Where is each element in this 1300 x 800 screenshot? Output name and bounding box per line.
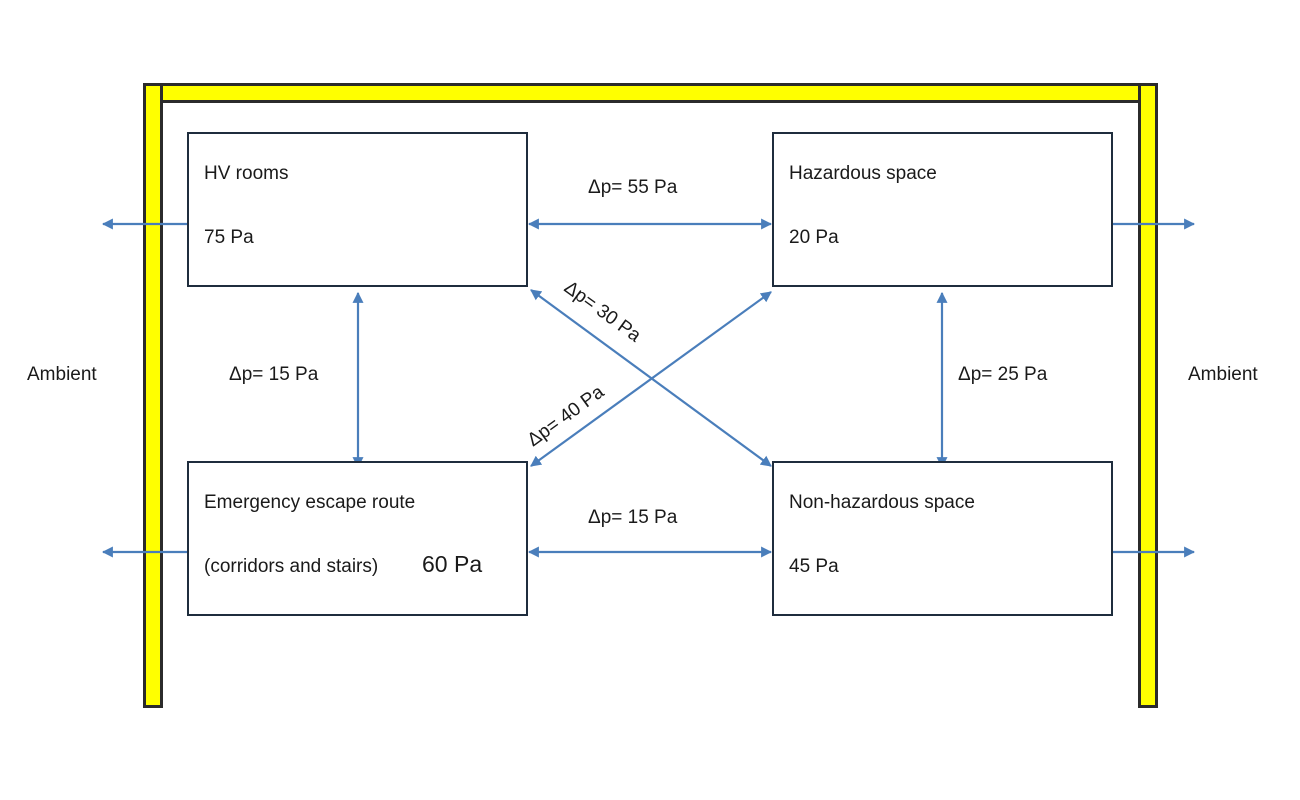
non-hazardous-space-pressure: 45 Pa [789,556,839,577]
dp-escape-non-label: Δp= 15 Pa [588,507,678,528]
hazardous-space-name: Hazardous space [789,163,937,184]
ambient-right-label: Ambient [1188,364,1258,385]
escape-route-name: Emergency escape route [204,492,416,513]
dp-hv-non-label: Δp= 30 Pa [560,277,645,347]
non-hazardous-space-name: Non-hazardous space [789,492,975,513]
hv-rooms-pressure: 75 Pa [204,227,254,248]
arrow-escape-hazardous [530,291,772,467]
dp-hv-hazardous-label: Δp= 55 Pa [588,177,678,198]
dp-hazardous-non-label: Δp= 25 Pa [958,364,1048,385]
non-hazardous-space-box: Non-hazardous space 45 Pa [772,461,1113,616]
ambient-left-label: Ambient [27,364,97,385]
escape-route-pressure: 60 Pa [422,551,483,577]
dp-hv-escape-label: Δp= 15 Pa [229,364,319,385]
hv-rooms-box: HV rooms 75 Pa [187,132,528,287]
escape-route-box: Emergency escape route (corridors and st… [187,461,528,616]
hazardous-space-pressure: 20 Pa [789,227,839,248]
hazardous-space-box: Hazardous space 20 Pa [772,132,1113,287]
escape-route-detail: (corridors and stairs) [204,556,379,577]
hv-rooms-name: HV rooms [204,163,289,184]
